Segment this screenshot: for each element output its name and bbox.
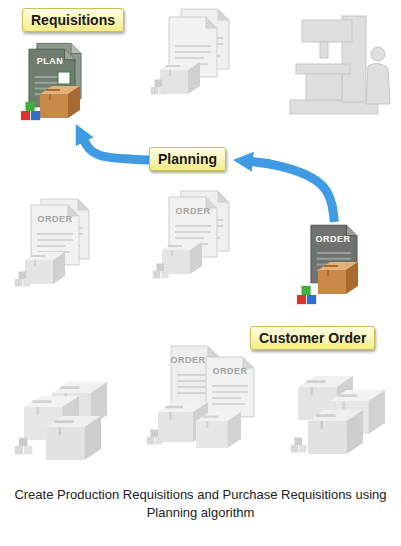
faded-cubes <box>15 438 33 455</box>
faded-box <box>162 242 202 274</box>
faded-box <box>196 412 241 448</box>
caption: Create Production Requisitions and Purch… <box>10 486 391 522</box>
document-header-text: ORDER <box>315 234 350 244</box>
document-header-text: ORDER <box>170 355 205 365</box>
callout-node: Customer Order <box>250 222 386 350</box>
colored-cubes <box>21 102 40 120</box>
faded-machine <box>290 16 390 114</box>
callout-label: Customer Order <box>250 326 375 350</box>
worker-body <box>366 63 390 104</box>
document-header-text: ORDER <box>212 366 247 376</box>
machine-table <box>296 64 350 74</box>
flow-arrow <box>83 138 149 160</box>
machine-spindle <box>320 42 328 58</box>
callout-label: Requisitions <box>22 8 124 32</box>
callout-node: Planning <box>149 147 233 173</box>
document-header-text: PLAN <box>37 56 64 66</box>
machine-knee <box>306 74 342 100</box>
faded-box <box>308 410 363 454</box>
callout-node: Requisitions <box>22 8 134 124</box>
machine-head <box>302 20 352 42</box>
faded-cubes <box>147 430 163 445</box>
faded-cubes <box>153 264 169 279</box>
callout-label: Planning <box>149 147 226 171</box>
document-header-text: ORDER <box>37 214 72 224</box>
faded-cubes <box>291 438 307 453</box>
colored-cubes <box>297 286 316 304</box>
goods-box <box>318 262 358 294</box>
faded-box <box>46 416 101 460</box>
calendar-symbol <box>58 72 70 84</box>
faded-box <box>25 252 65 284</box>
flow-arrow <box>249 161 334 222</box>
faded-cubes <box>15 272 31 287</box>
goods-box <box>40 86 80 118</box>
document-header-text: ORDER <box>175 206 210 216</box>
worker-head <box>371 47 385 61</box>
faded-cubes <box>151 80 167 95</box>
faded-order-document <box>206 357 254 417</box>
